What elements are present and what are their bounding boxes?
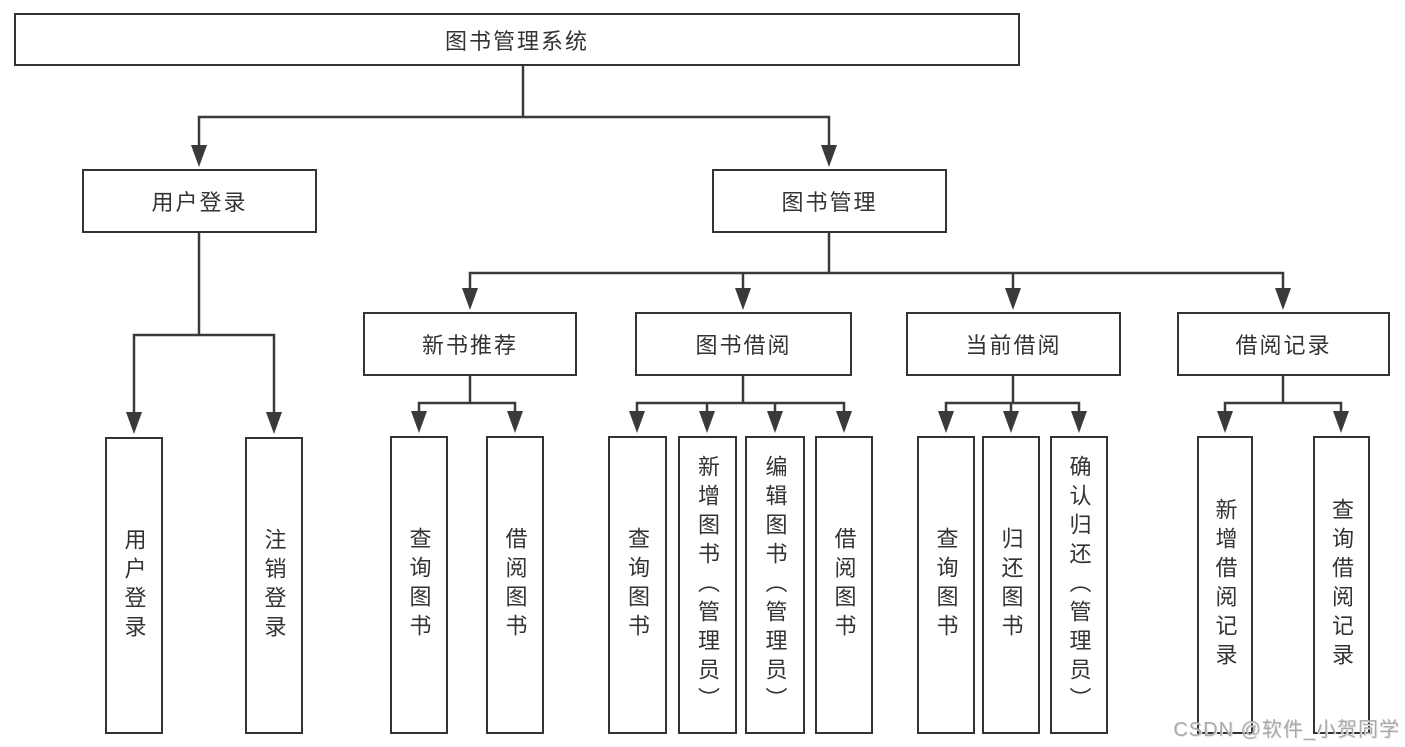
leaf-query-borrow-record-label: 查询借阅记录 (1329, 498, 1355, 672)
leaf-confirm-return-admin-label: 确认归还（管理员） (1066, 454, 1092, 716)
leaf-return-book-label: 归还图书 (998, 527, 1024, 643)
arrow-down-icon (1275, 288, 1291, 310)
arrow-down-icon (938, 411, 954, 433)
leaf-return-book: 归还图书 (982, 436, 1040, 734)
leaf-borrow-books-recommend: 借阅图书 (486, 436, 544, 734)
csdn-watermark: CSDN @软件_小贺同学 (1173, 719, 1400, 741)
arrow-down-icon (126, 412, 142, 434)
node-borrowing-records-label: 借阅记录 (1235, 333, 1332, 358)
node-user-login-label: 用户登录 (151, 190, 248, 215)
arrow-down-icon (411, 411, 427, 433)
branch-book-borrow-to-leaves (635, 376, 846, 417)
arrow-down-icon (836, 411, 852, 433)
arrow-down-icon (767, 411, 783, 433)
arrow-down-icon (1217, 411, 1233, 433)
leaf-add-borrow-record-label: 新增借阅记录 (1212, 498, 1238, 672)
arrow-down-icon (821, 145, 837, 167)
node-library-system-label: 图书管理系统 (444, 28, 589, 54)
leaf-add-book-admin-label: 新增图书（管理员） (695, 454, 721, 716)
arrow-down-icon (735, 288, 751, 310)
arrow-down-icon (266, 412, 282, 434)
arrow-down-icon (1333, 411, 1349, 433)
leaf-borrow-books-borrowing-label: 借阅图书 (831, 527, 857, 643)
node-library-system: 图书管理系统 (14, 13, 1020, 66)
leaf-user-login-label: 用户登录 (121, 527, 147, 644)
branch-book-mgmt-to-level3 (468, 233, 1285, 293)
leaf-borrow-books-recommend-label: 借阅图书 (502, 527, 528, 643)
branch-root-to-level2 (197, 66, 831, 150)
node-book-borrowing: 图书借阅 (635, 312, 852, 376)
leaf-edit-book-admin-label: 编辑图书（管理员） (762, 454, 788, 716)
leaf-query-books-borrowing: 查询图书 (608, 436, 667, 734)
leaf-edit-book-admin: 编辑图书（管理员） (745, 436, 805, 734)
node-user-login: 用户登录 (82, 169, 317, 233)
arrow-down-icon (507, 411, 523, 433)
leaf-query-books-borrowing-label: 查询图书 (625, 527, 651, 643)
leaf-logout: 注销登录 (245, 437, 303, 734)
branch-user-login-to-leaves (132, 233, 276, 418)
arrow-down-icon (1071, 411, 1087, 433)
node-book-management-label: 图书管理 (781, 190, 878, 215)
leaf-add-borrow-record: 新增借阅记录 (1197, 436, 1253, 734)
node-current-borrowing: 当前借阅 (906, 312, 1121, 376)
branch-current-borrow-to-leaves (944, 376, 1081, 417)
node-book-management: 图书管理 (712, 169, 947, 233)
leaf-query-books-recommend-label: 查询图书 (406, 527, 432, 643)
leaf-logout-label: 注销登录 (261, 527, 287, 644)
leaf-borrow-books-borrowing: 借阅图书 (815, 436, 873, 734)
leaf-query-borrow-record: 查询借阅记录 (1313, 436, 1370, 734)
arrow-down-icon (462, 288, 478, 310)
arrow-down-icon (1005, 288, 1021, 310)
arrow-down-icon (191, 145, 207, 167)
node-current-borrowing-label: 当前借阅 (965, 333, 1062, 358)
branch-borrow-record-to-leaves (1223, 376, 1343, 417)
leaf-user-login: 用户登录 (105, 437, 163, 734)
node-book-borrowing-label: 图书借阅 (695, 333, 792, 358)
branch-new-book-to-leaves (417, 376, 517, 417)
node-borrowing-records: 借阅记录 (1177, 312, 1390, 376)
arrow-down-icon (629, 411, 645, 433)
leaf-add-book-admin: 新增图书（管理员） (678, 436, 737, 734)
arrow-down-icon (699, 411, 715, 433)
leaf-query-books-recommend: 查询图书 (390, 436, 448, 734)
node-new-book-recommend-label: 新书推荐 (421, 333, 518, 358)
leaf-query-books-current: 查询图书 (917, 436, 975, 734)
node-new-book-recommend: 新书推荐 (363, 312, 577, 376)
leaf-query-books-current-label: 查询图书 (933, 527, 959, 643)
arrow-down-icon (1003, 411, 1019, 433)
leaf-confirm-return-admin: 确认归还（管理员） (1050, 436, 1108, 734)
